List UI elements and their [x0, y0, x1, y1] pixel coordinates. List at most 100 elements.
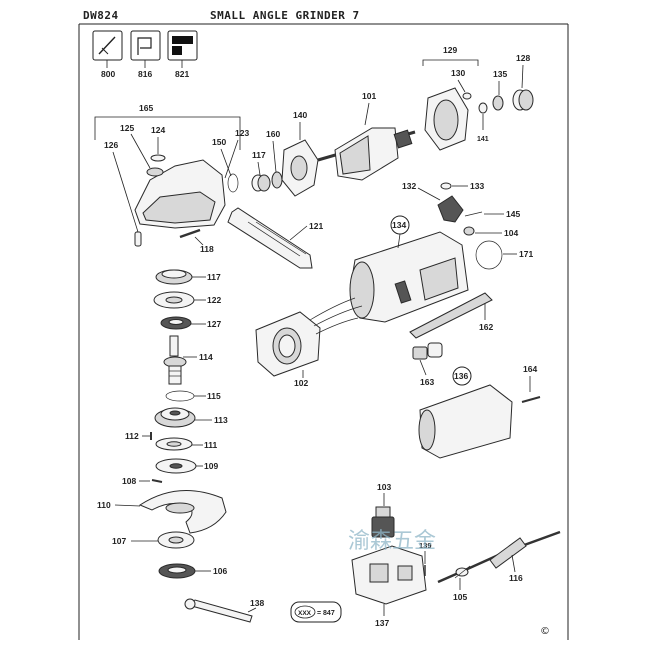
part-124-washer [150, 154, 166, 162]
kit-badge-code: XXX [298, 610, 312, 617]
label-123: 123 [235, 128, 249, 138]
part-162-cable-guide [409, 292, 493, 339]
part-111-washer [155, 437, 193, 451]
label-145: 145 [506, 209, 520, 219]
model-number: DW824 [83, 9, 119, 22]
label-800: 800 [101, 69, 115, 79]
part-129-end-cap [424, 87, 472, 151]
part-109-plate [155, 458, 197, 474]
part-164-screw [521, 396, 541, 403]
watermark-text: 渝森五金 [348, 529, 436, 554]
label-132: 132 [402, 181, 416, 191]
part-105-cord-clamp [454, 565, 471, 579]
part-103-switch [371, 506, 395, 538]
label-107: 107 [112, 536, 126, 546]
label-816: 816 [138, 69, 152, 79]
label-129: 129 [443, 45, 457, 55]
part-133-screw [440, 182, 452, 190]
part-150-oring [227, 173, 239, 193]
label-118: 118 [200, 244, 214, 254]
part-113-gear [154, 407, 196, 428]
label-115: 115 [207, 391, 221, 401]
part-110-guard [138, 489, 227, 534]
label-124: 124 [151, 125, 165, 135]
part-116-power-cord [437, 530, 561, 584]
label-122: 122 [207, 295, 221, 305]
label-821: 821 [175, 69, 189, 79]
part-104-clip [463, 226, 475, 236]
part-145-screw [464, 211, 483, 217]
bracket-129 [422, 59, 479, 66]
part-141-ring [478, 102, 488, 114]
label-136: 136 [454, 371, 468, 381]
part-117-bearing [251, 174, 271, 192]
part-106-nut [158, 563, 196, 579]
part-118-screw [179, 228, 201, 239]
label-134: 134 [392, 220, 406, 230]
gear-housing [134, 159, 226, 229]
label-130: 130 [451, 68, 465, 78]
icon-box-816 [130, 30, 161, 61]
label-137: 137 [375, 618, 389, 628]
part-140-flange [281, 139, 319, 197]
part-137-switch-frame [351, 545, 427, 605]
part-171-oring [475, 240, 503, 270]
label-141: 141 [477, 136, 489, 143]
part-121-side-handle [227, 207, 313, 269]
icon-box-800 [92, 30, 123, 61]
label-117-lower: 117 [207, 272, 221, 282]
part-134-motor-housing [349, 231, 469, 323]
part-101-armature [317, 127, 416, 181]
part-122-plate [153, 291, 195, 309]
label-140: 140 [293, 110, 307, 120]
bracket-165 [94, 116, 241, 150]
label-162: 162 [479, 322, 493, 332]
label-101: 101 [362, 91, 376, 101]
kit-badge: XXX = 847 [290, 601, 342, 623]
part-108-screw [151, 479, 163, 483]
part-138-spanner [184, 598, 253, 623]
label-116: 116 [509, 573, 523, 583]
part-127-bearing [160, 316, 192, 330]
label-111: 111 [204, 440, 218, 450]
label-164: 164 [523, 364, 537, 374]
part-163-brush [412, 342, 443, 360]
sheet-title: SMALL ANGLE GRINDER 7 [210, 9, 360, 22]
label-150: 150 [212, 137, 226, 147]
kit-badge-ref: = 847 [317, 610, 335, 617]
label-121: 121 [309, 221, 323, 231]
label-128: 128 [516, 53, 530, 63]
label-103: 103 [377, 482, 391, 492]
label-110: 110 [97, 500, 111, 510]
part-107-flange [157, 531, 195, 549]
label-109: 109 [204, 461, 218, 471]
label-105: 105 [453, 592, 467, 602]
label-104: 104 [504, 228, 518, 238]
part-102-field [255, 297, 363, 377]
label-163: 163 [420, 377, 434, 387]
label-139: 139 [419, 541, 432, 550]
part-135-washer [492, 95, 504, 111]
part-126-pin [134, 231, 142, 247]
part-128-bearing [512, 89, 534, 111]
part-132-brush-holder [437, 195, 464, 223]
label-126: 126 [104, 140, 118, 150]
label-127: 127 [207, 319, 221, 329]
label-114: 114 [199, 352, 213, 362]
icon-box-821 [167, 30, 198, 61]
label-171: 171 [519, 249, 533, 259]
label-106: 106 [213, 566, 227, 576]
part-114-spindle [163, 335, 187, 385]
label-113: 113 [214, 415, 228, 425]
label-133: 133 [470, 181, 484, 191]
part-160-ring [271, 171, 283, 189]
label-135: 135 [493, 69, 507, 79]
label-117-upper: 117 [252, 150, 266, 160]
copyright-mark: © [540, 626, 550, 637]
label-165: 165 [139, 103, 153, 113]
label-108: 108 [122, 476, 136, 486]
part-117-bearing-lower [155, 269, 193, 285]
label-138: 138 [250, 598, 264, 608]
